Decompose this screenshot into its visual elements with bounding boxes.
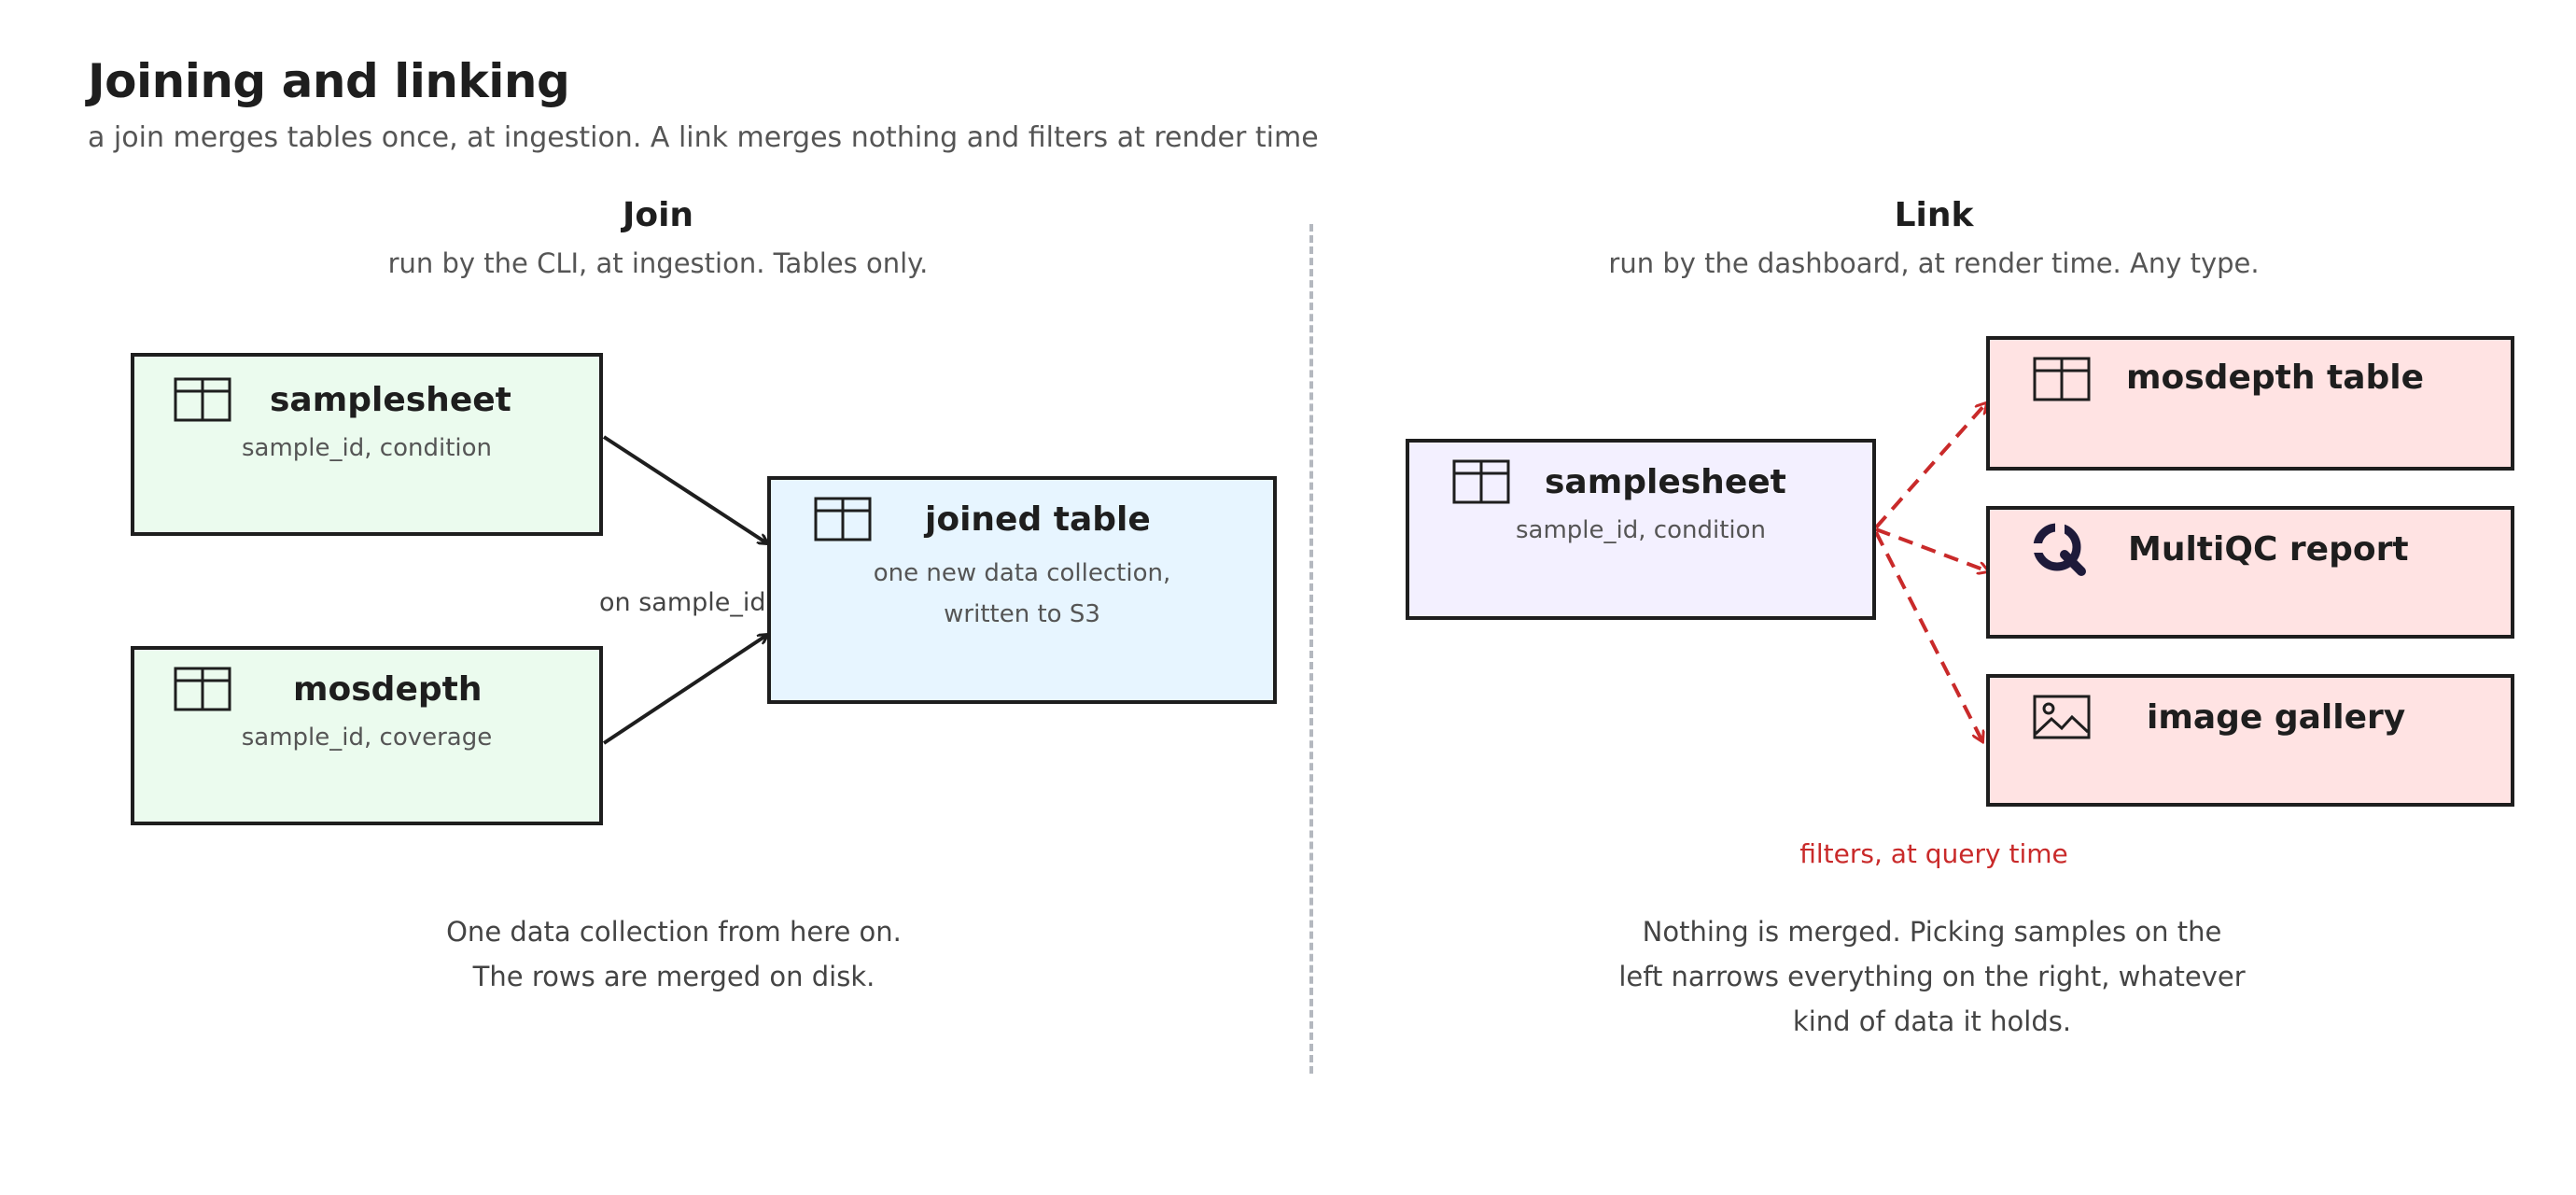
table-icon — [2033, 357, 2091, 401]
join-heading: Join — [622, 196, 694, 234]
link-subheading: run by the dashboard, at render time. An… — [1608, 247, 2260, 279]
link-note-line-2: left narrows everything on the right, wh… — [1618, 961, 2246, 992]
multiqc-logo-icon — [2033, 523, 2086, 576]
join-samplesheet-node[interactable]: samplesheet sample_id, condition — [131, 353, 603, 536]
table-icon — [174, 377, 231, 422]
node-name: MultiQC report — [2128, 530, 2409, 569]
page-title: Joining and linking — [88, 54, 570, 108]
join-note-line-2: The rows are merged on disk. — [472, 961, 875, 992]
node-name: samplesheet — [1545, 463, 1786, 501]
link-edge-multiqc-report — [1875, 527, 1988, 571]
panel-divider — [1309, 224, 1313, 1074]
link-edge-mosdepth-table — [1874, 403, 1986, 529]
node-name: mosdepth — [293, 670, 483, 709]
table-icon — [1452, 459, 1510, 504]
link-edge-label: filters, at query time — [1799, 838, 2068, 869]
node-name: joined table — [925, 500, 1151, 539]
node-name: image gallery — [2147, 698, 2406, 737]
link-samplesheet-node[interactable]: samplesheet sample_id, condition — [1406, 439, 1876, 620]
page-subtitle: a join merges tables once, at ingestion.… — [88, 121, 1319, 154]
node-desc: sample_id, condition — [1516, 516, 1766, 544]
join-subheading: run by the CLI, at ingestion. Tables onl… — [387, 247, 929, 279]
link-heading: Link — [1894, 196, 1974, 234]
link-target-image-gallery[interactable]: image gallery — [1986, 674, 2514, 807]
node-desc-line-2: written to S3 — [944, 600, 1100, 628]
arrow-samplesheet-to-joined — [602, 435, 767, 543]
table-icon — [814, 497, 872, 541]
link-note-line-1: Nothing is merged. Picking samples on th… — [1642, 916, 2222, 948]
link-target-multiqc-report[interactable]: MultiQC report — [1986, 506, 2514, 639]
join-mosdepth-node[interactable]: mosdepth sample_id, coverage — [131, 646, 603, 825]
node-name: samplesheet — [270, 381, 511, 419]
node-desc-line-1: one new data collection, — [873, 559, 1171, 587]
node-desc: sample_id, condition — [242, 434, 492, 462]
node-desc: sample_id, coverage — [241, 724, 493, 752]
joined-table-node[interactable]: joined table one new data collection, wr… — [767, 476, 1277, 704]
image-icon — [2033, 695, 2091, 739]
node-name: mosdepth table — [2126, 358, 2425, 397]
link-note-line-3: kind of data it holds. — [1792, 1005, 2072, 1037]
arrow-mosdepth-to-joined — [602, 635, 767, 745]
link-edge-image-gallery — [1874, 531, 1982, 741]
join-edge-label: on sample_id — [599, 588, 766, 617]
table-icon — [174, 667, 231, 711]
link-target-mosdepth-table[interactable]: mosdepth table — [1986, 336, 2514, 471]
join-note-line-1: One data collection from here on. — [446, 916, 902, 948]
